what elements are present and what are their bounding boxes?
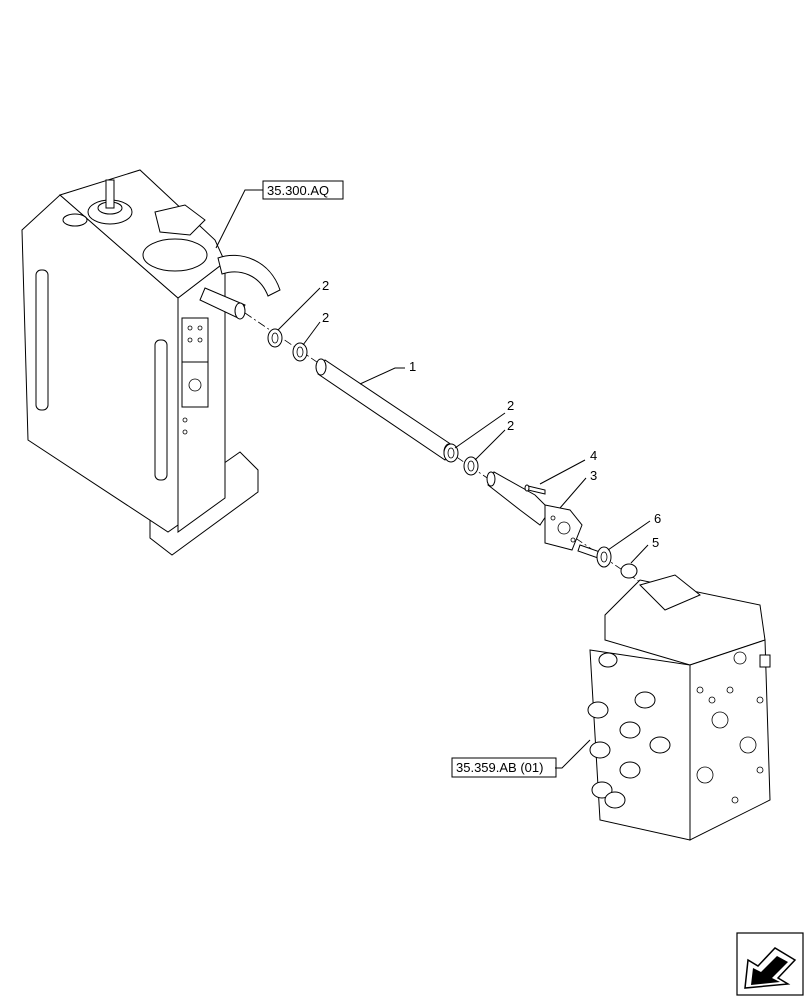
clamp-right-a [443,443,459,463]
clamp-left-a [267,328,283,348]
hose [315,358,455,461]
callout-1: 1 [409,359,416,374]
check-valve [577,544,612,568]
callout-2-b: 2 [322,310,329,325]
hydraulic-tank [21,169,281,556]
clamp-left-b [292,342,308,362]
callout-3: 3 [590,468,597,483]
callout-4: 4 [590,448,597,463]
control-valve-block [587,574,771,841]
reference-label-valve[interactable]: 35.359.AB (01) [456,760,543,775]
callout-2-c: 2 [507,398,514,413]
leader-lines [215,189,651,769]
o-ring [620,563,638,579]
reference-box-tank[interactable]: 35.300.AQ [262,180,344,200]
callout-6: 6 [654,511,661,526]
reference-label-tank[interactable]: 35.300.AQ [267,183,329,198]
clamp-right-b [463,456,479,476]
arrow-icon[interactable] [736,932,804,996]
callout-2-a: 2 [322,278,329,293]
elbow-fitting [486,471,583,551]
callout-2-d: 2 [507,418,514,433]
reference-box-valve[interactable]: 35.359.AB (01) [451,757,557,778]
bolt [524,484,546,495]
callout-5: 5 [652,535,659,550]
